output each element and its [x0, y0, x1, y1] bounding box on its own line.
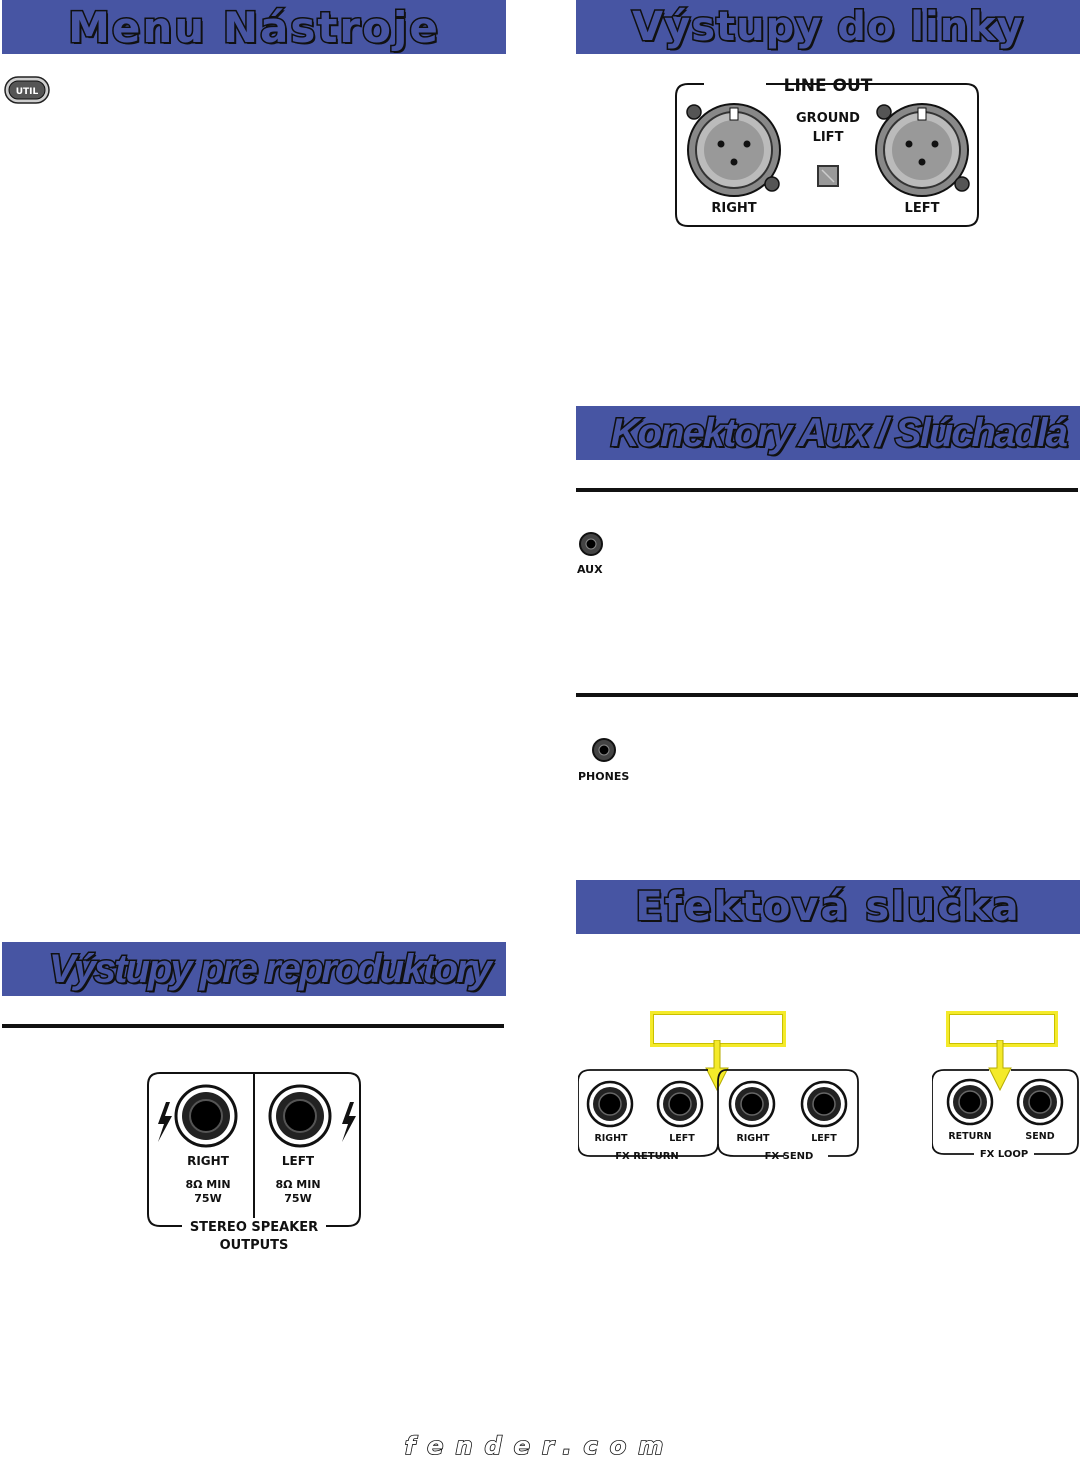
- speaker-left-label: LEFT: [282, 1154, 315, 1168]
- speaker-left-watt: 75W: [284, 1192, 311, 1205]
- banner-title: Menu Nástroje: [67, 1, 440, 53]
- banner-title: Výstupy do linky: [631, 3, 1025, 52]
- ground-lift-switch-icon: [817, 165, 839, 187]
- fx-loop-panel: RETURN SEND FX LOOP: [932, 1040, 1079, 1160]
- xlr-right-icon: [686, 103, 781, 197]
- fx-return-right-label: RIGHT: [594, 1133, 628, 1144]
- banner-menu-nastroje: Menu Nástroje: [2, 0, 506, 54]
- speaker-group-label-2: OUTPUTS: [220, 1238, 289, 1253]
- banner-konektory-aux: Konektory Aux / Slúchadlá: [576, 406, 1080, 460]
- speaker-group-label: STEREO SPEAKER: [190, 1220, 318, 1235]
- line-out-panel: LINE OUT GROUND LIFT RIGHT LEFT: [675, 76, 979, 227]
- section-rule: [576, 488, 1078, 492]
- phones-label: PHONES: [578, 770, 630, 783]
- banner-title: Efektová slučka: [634, 883, 1021, 932]
- fx-send-right-jack-icon: [728, 1080, 776, 1128]
- fx-return-group-label: FX RETURN: [615, 1151, 679, 1162]
- speaker-jack-right-icon: [174, 1084, 238, 1148]
- fx-loop-return-jack-icon: [946, 1078, 994, 1126]
- aux-label: AUX: [577, 563, 603, 576]
- util-button-icon: UTIL: [4, 76, 50, 104]
- line-out-left-label: LEFT: [905, 201, 940, 216]
- line-out-title: LINE OUT: [784, 76, 873, 96]
- fx-send-left-label: LEFT: [811, 1133, 837, 1144]
- line-out-right-label: RIGHT: [711, 201, 756, 216]
- stereo-speaker-outputs-panel: RIGHT LEFT 8Ω MIN 75W 8Ω MIN 75W STEREO …: [147, 1072, 361, 1253]
- fx-send-group-label: FX SEND: [765, 1151, 814, 1162]
- banner-efektova-slucka: Efektová slučka: [576, 880, 1080, 934]
- fx-loop-send-jack-icon: [1016, 1078, 1064, 1126]
- ground-lift-label-2: LIFT: [813, 130, 844, 145]
- fx-return-left-jack-icon: [656, 1080, 704, 1128]
- section-rule: [2, 1024, 504, 1028]
- banner-title: Konektory Aux / Slúchadlá: [609, 409, 1069, 456]
- speaker-left-spec: 8Ω MIN: [275, 1178, 320, 1191]
- arrow-down-icon: [988, 1040, 1012, 1092]
- section-rule: [576, 693, 1078, 697]
- speaker-right-watt: 75W: [194, 1192, 221, 1205]
- aux-jack-icon: [579, 532, 603, 556]
- speaker-jack-left-icon: [268, 1084, 332, 1148]
- fx-send-right-label: RIGHT: [736, 1133, 770, 1144]
- banner-vystupy-linky: Výstupy do linky: [576, 0, 1080, 54]
- footer-url: fender.com: [404, 1431, 676, 1461]
- fx-send-left-jack-icon: [800, 1080, 848, 1128]
- lightning-bolt-icon: [342, 1102, 356, 1142]
- xlr-left-icon: [875, 103, 970, 197]
- fx-loop-return-label: RETURN: [948, 1131, 991, 1142]
- fx-return-right-jack-icon: [586, 1080, 634, 1128]
- banner-vystupy-reproduktory: Výstupy pre reproduktory: [2, 942, 506, 996]
- speaker-right-label: RIGHT: [187, 1154, 230, 1168]
- phones-jack-icon: [592, 738, 616, 762]
- fx-return-left-label: LEFT: [669, 1133, 695, 1144]
- arrow-down-icon: [705, 1040, 729, 1092]
- ground-lift-label: GROUND: [796, 111, 860, 126]
- fx-stereo-panel: RIGHT LEFT RIGHT LEFT FX RETURN FX SEND: [578, 1040, 859, 1162]
- util-button-label: UTIL: [16, 87, 39, 97]
- fx-loop-send-label: SEND: [1025, 1131, 1054, 1142]
- banner-title: Výstupy pre reproduktory: [47, 945, 493, 992]
- speaker-right-spec: 8Ω MIN: [185, 1178, 230, 1191]
- fx-loop-group-label: FX LOOP: [980, 1149, 1028, 1160]
- lightning-bolt-icon: [158, 1102, 172, 1142]
